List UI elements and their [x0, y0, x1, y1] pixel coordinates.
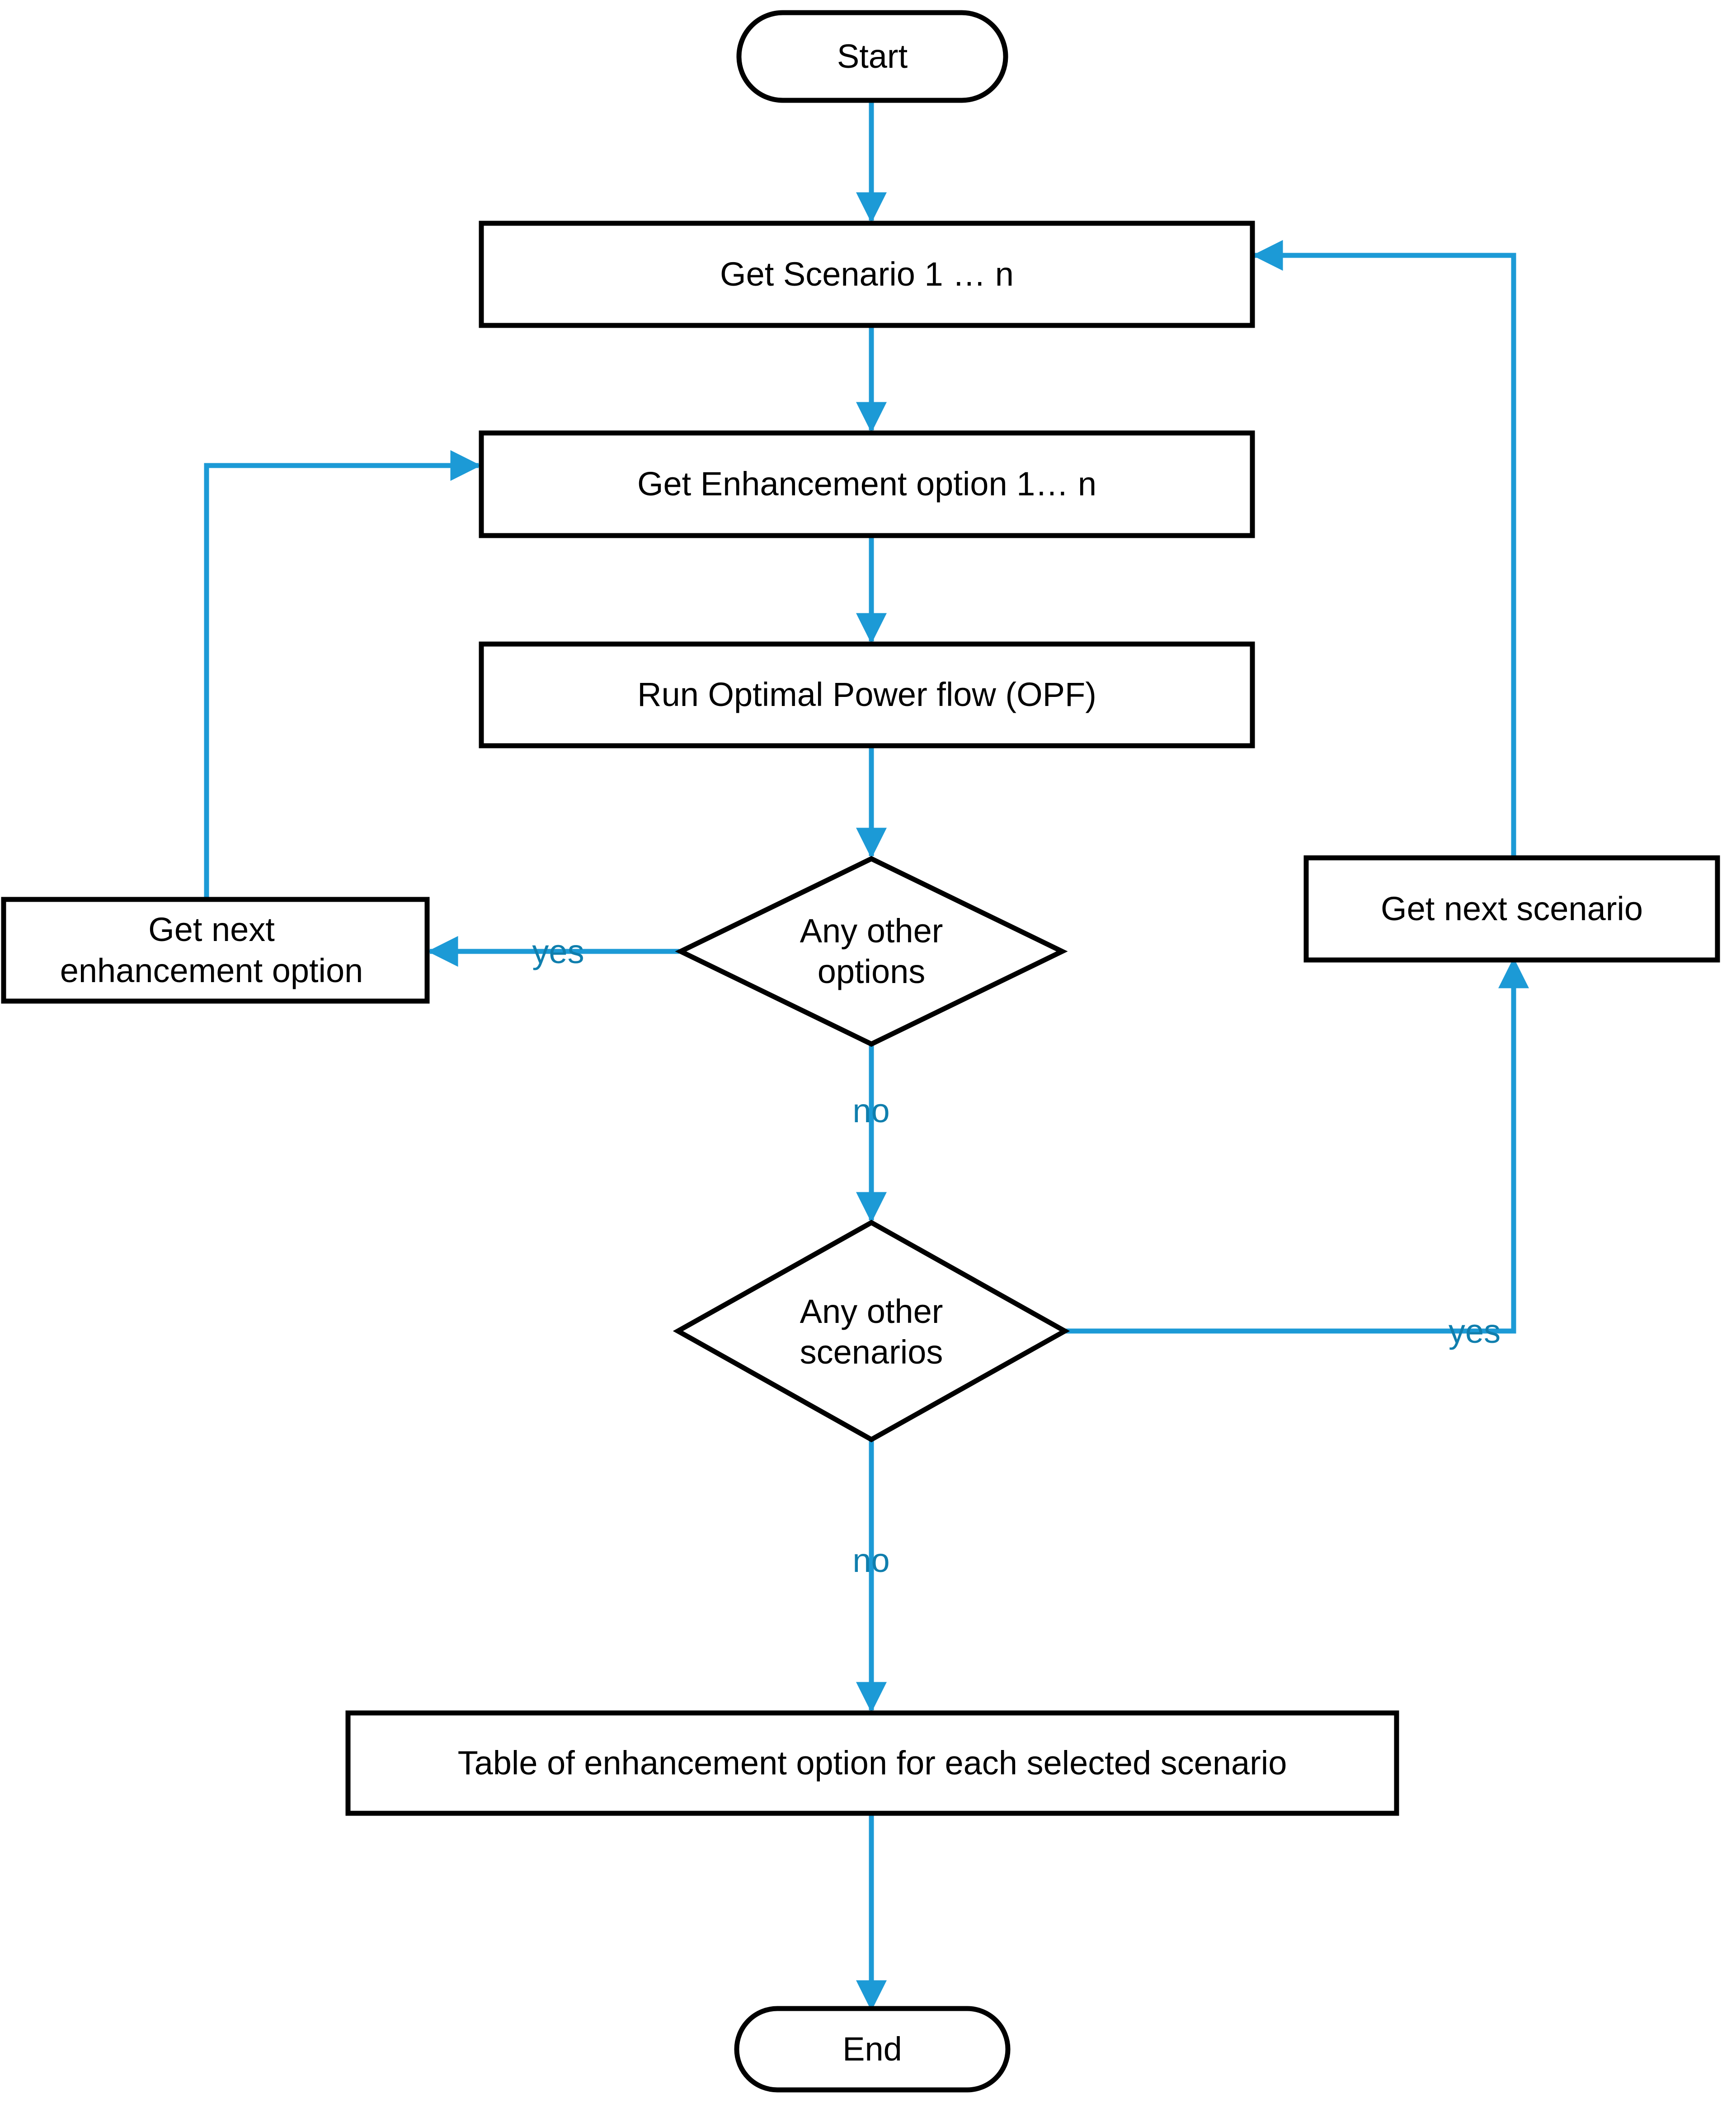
node-shape-run-opf[interactable] — [479, 641, 1255, 748]
node-any-other-scenarios[interactable] — [678, 1223, 1065, 1440]
node-end[interactable] — [737, 2009, 1008, 2090]
node-start[interactable] — [739, 13, 1006, 100]
node-get-enhancement-option[interactable] — [481, 433, 1252, 536]
edge-group — [204, 100, 1529, 2011]
node-shape-end[interactable] — [734, 2006, 1011, 2093]
node-shape-start[interactable] — [736, 10, 1008, 103]
node-get-next-enhancement-option[interactable] — [4, 899, 427, 1001]
edge-scenarios-yes-to-next-scenario — [1065, 957, 1529, 1334]
node-shape-get-enhancement-option[interactable] — [479, 430, 1255, 538]
node-shape-get-next-enhancement-option[interactable] — [1, 897, 430, 1004]
node-shape-table-of-enhancement[interactable] — [345, 1710, 1399, 1816]
node-get-scenario[interactable] — [481, 223, 1252, 325]
node-any-other-options[interactable] — [681, 859, 1062, 1044]
node-get-next-scenario[interactable] — [1306, 858, 1717, 960]
node-shape-any-other-options[interactable] — [675, 856, 1068, 1047]
node-shape-any-other-scenarios[interactable] — [673, 1219, 1070, 1443]
edge-next-enhancement-to-enhancement — [204, 450, 481, 899]
node-table-of-enhancement[interactable] — [348, 1713, 1397, 1813]
edge-next-scenario-to-get-scenario — [1252, 240, 1516, 858]
node-run-opf[interactable] — [481, 644, 1252, 746]
node-shape-get-scenario[interactable] — [479, 221, 1255, 328]
node-shape-get-next-scenario[interactable] — [1303, 855, 1720, 963]
